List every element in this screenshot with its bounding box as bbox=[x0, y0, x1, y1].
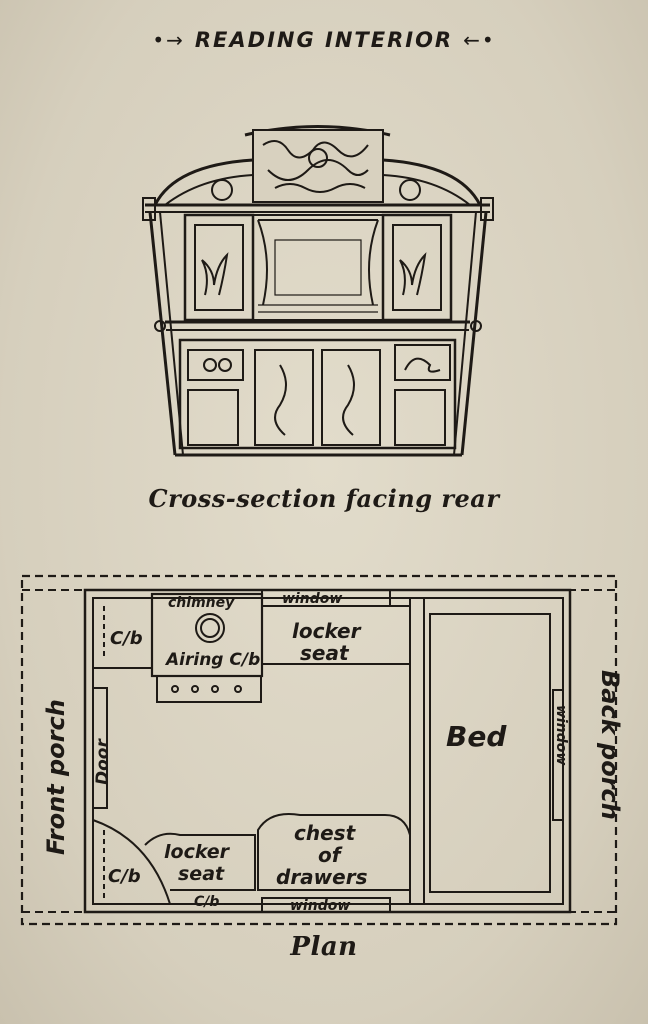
cb-top-left-label: C/b bbox=[110, 628, 143, 649]
chest-label-line2: of bbox=[318, 843, 343, 867]
chest-label-line3: drawers bbox=[276, 865, 368, 889]
heading-text: READING INTERIOR bbox=[194, 28, 454, 52]
cross-section-illustration bbox=[142, 125, 494, 457]
heading-flourish-left: •→ bbox=[152, 28, 185, 52]
cb-bottom-left-label: C/b bbox=[108, 866, 141, 887]
window-bottom-label: window bbox=[290, 898, 350, 914]
heading-flourish-right: ←• bbox=[463, 28, 496, 52]
window-top-label: window bbox=[282, 591, 342, 607]
plan-caption: Plan bbox=[290, 932, 358, 962]
door-label: Door bbox=[93, 738, 113, 785]
chest-label-line1: chest bbox=[294, 821, 357, 845]
locker-seat-top-line1: locker bbox=[292, 619, 362, 643]
bed-label: Bed bbox=[446, 720, 507, 753]
cb-bottom-label: C/b bbox=[194, 894, 219, 910]
back-porch-label: Back porch bbox=[596, 670, 624, 820]
window-right-label: window bbox=[553, 705, 569, 765]
airing-cb-label: Airing C/b bbox=[164, 650, 260, 670]
front-porch-label: Front porch bbox=[42, 699, 70, 855]
locker-seat-bottom-line2: seat bbox=[178, 863, 225, 885]
chimney-label: chimney bbox=[168, 595, 235, 611]
locker-seat-bottom-line1: locker bbox=[164, 841, 231, 863]
cross-section-caption: Cross-section facing rear bbox=[148, 484, 500, 513]
page-heading: •→ READING INTERIOR ←• bbox=[0, 28, 648, 52]
locker-seat-top-line2: seat bbox=[300, 641, 350, 665]
